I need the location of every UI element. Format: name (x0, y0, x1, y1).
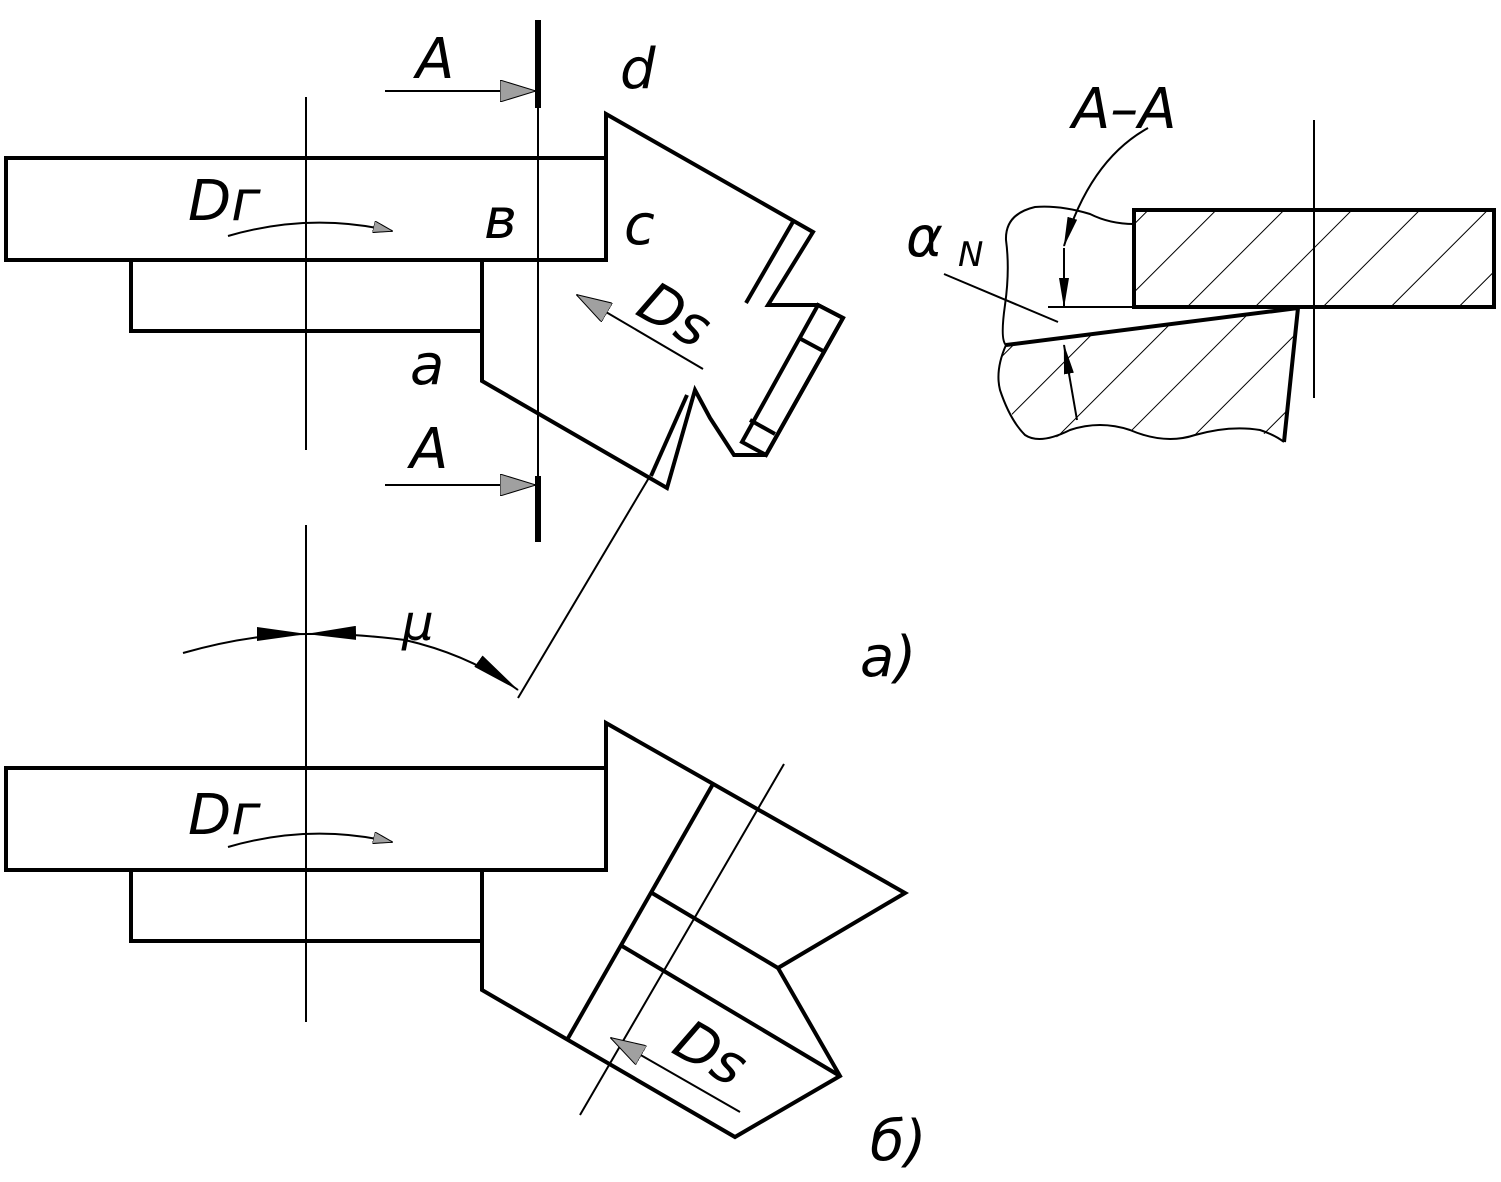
label-point-a: a (410, 333, 444, 398)
label-dr-bottom: Dг (188, 783, 261, 848)
section-a-a: А–А α N (906, 77, 1496, 445)
label-point-d: d (620, 37, 656, 102)
label-ds-bottom: Ds (663, 1007, 758, 1099)
section-workpiece-hatch (998, 308, 1298, 445)
mu-extension-line (517, 475, 651, 699)
label-alpha: α (906, 205, 943, 270)
workpiece-step-top (129, 260, 482, 333)
label-point-c: c (624, 193, 655, 258)
label-section-A-top: A (413, 27, 454, 92)
mu-arc-to-right-arrow (404, 639, 519, 691)
cutter-b-edge3 (620, 944, 842, 1078)
workpiece-step-bottom (129, 870, 482, 943)
label-section-A-bottom: A (407, 417, 448, 482)
label-point-b: в (484, 187, 517, 252)
section-title-leader (1063, 127, 1149, 247)
cutter-b-edge2 (650, 891, 780, 970)
cutter-insert-break2 (749, 418, 776, 436)
label-alpha-sub: N (958, 235, 983, 275)
cutter-body-bottom (480, 719, 909, 1140)
label-section-title: А–А (1069, 77, 1177, 142)
label-angle-mu: μ (401, 594, 434, 652)
view-a: A A d в c a Dг Ds μ а) (4, 20, 916, 1022)
label-dr-top: Dг (188, 169, 261, 234)
dr-arrow-top (227, 223, 392, 237)
cutter-insert (739, 302, 846, 458)
alpha-arrow-up (1063, 344, 1078, 421)
alpha-leader-line (943, 273, 1059, 323)
label-view-a: а) (860, 625, 916, 690)
cutter-b-edge1 (565, 783, 715, 1041)
ds-arrow-top (577, 295, 704, 370)
view-b: Dг Ds б) (4, 719, 926, 1174)
cutter-insert-break1 (798, 336, 826, 354)
ds-arrow-bottom (611, 1038, 741, 1113)
label-view-b: б) (870, 1109, 926, 1174)
mu-arc-left (182, 633, 307, 654)
cutter-step-edge (649, 394, 689, 477)
mu-arc-to-left-arrow (306, 625, 406, 641)
cutter-face-edge (744, 218, 796, 305)
dr-arrow-bottom (227, 834, 392, 848)
section-workpiece-top-edge (1005, 305, 1301, 443)
label-ds-top: Ds (627, 269, 722, 361)
